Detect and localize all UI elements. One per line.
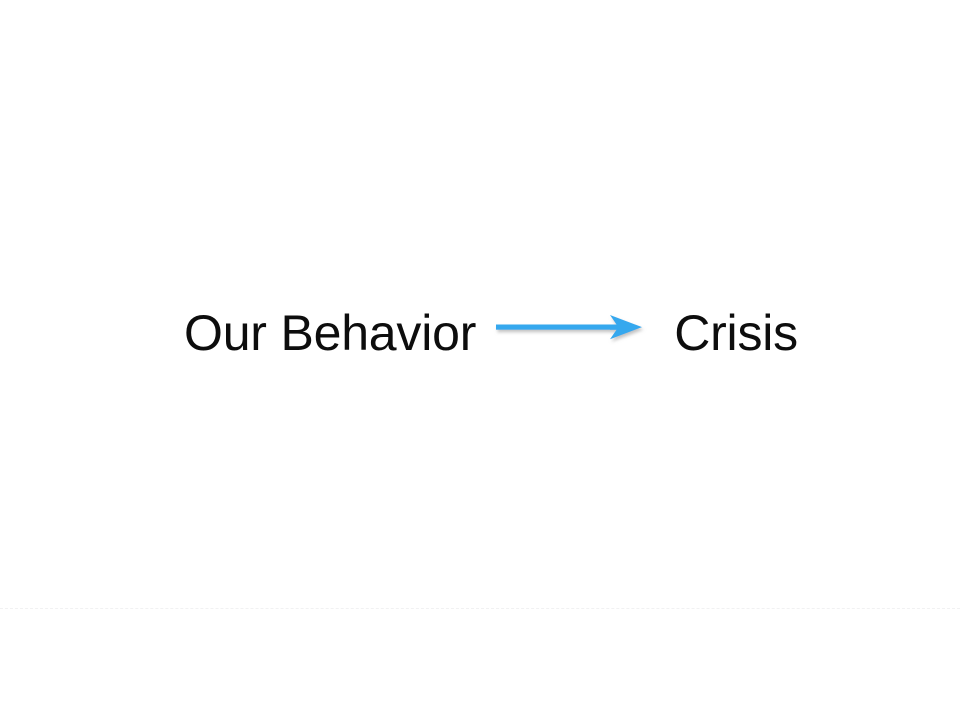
bottom-separator-rule: [0, 608, 960, 609]
right-arrow-icon: [496, 313, 643, 353]
flow-source-label: Our Behavior: [184, 305, 477, 361]
flow-target-label: Crisis: [674, 305, 798, 361]
flow-diagram: Our Behavior Crisis: [184, 303, 798, 363]
